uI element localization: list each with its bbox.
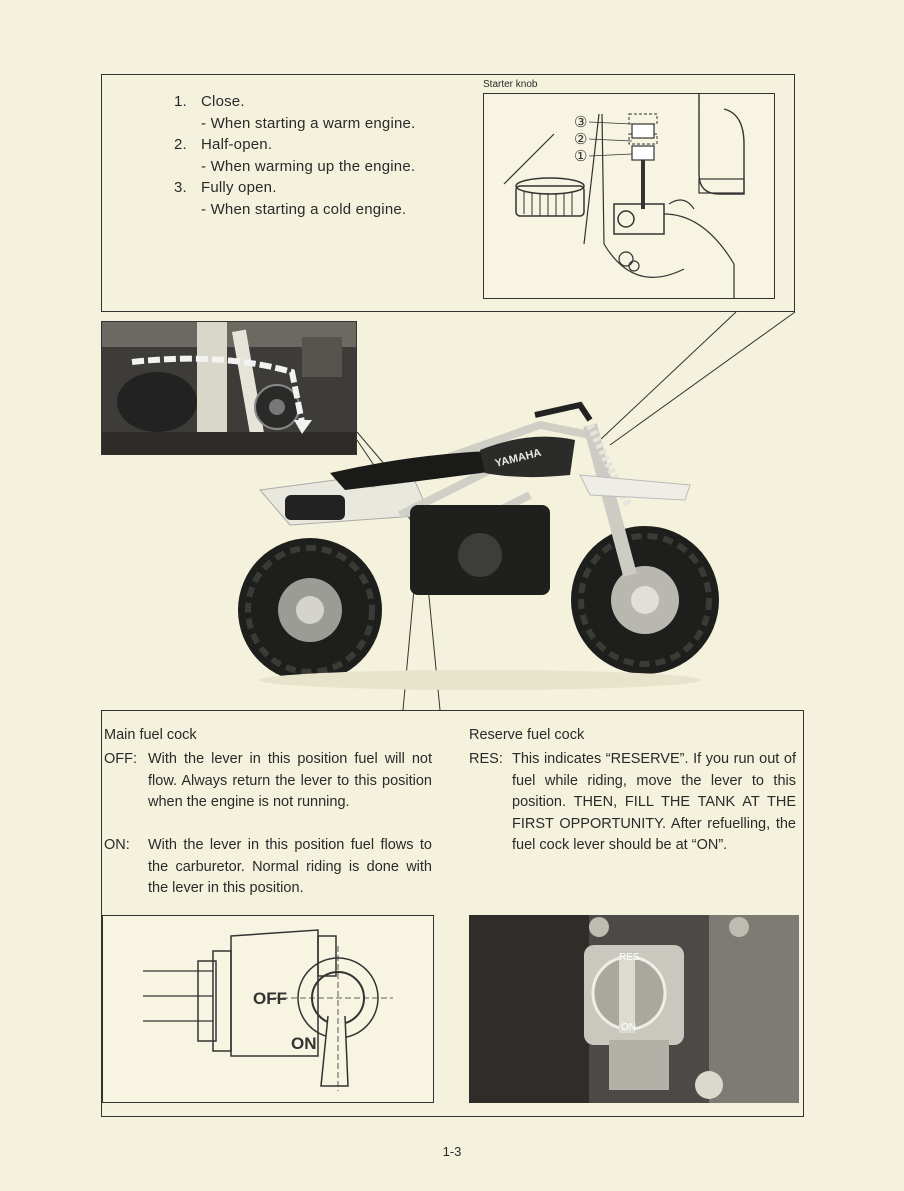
main-fuel-cock-title: Main fuel cock <box>104 727 197 743</box>
list-item: 1. Close. <box>174 93 245 110</box>
reserve-fuel-cock-title: Reserve fuel cock <box>469 727 585 743</box>
callout-3: ③ <box>574 114 587 131</box>
fuel-cock-photo: RES ON <box>469 915 799 1103</box>
choke-panel: 1. Close. - When starting a warm engine.… <box>101 74 795 312</box>
list-item: 3. Fully open. <box>174 179 277 196</box>
off-definition: OFF: With the lever in this position fue… <box>104 751 432 810</box>
callout-2: ② <box>574 131 587 148</box>
list-item-detail: - When warming up the engine. <box>201 157 416 175</box>
starter-knob-diagram: ③ ② ① <box>483 93 775 299</box>
photo-on-label: ON <box>621 1022 636 1033</box>
list-item-detail: - When starting a cold engine. <box>201 200 407 218</box>
fuel-cock-panel: Main fuel cock OFF: With the lever in th… <box>101 710 804 1117</box>
photo-res-label: RES <box>619 952 640 963</box>
res-definition: RES: This indicates “RESERVE”. If you ru… <box>469 751 796 853</box>
starter-knob-label: Starter knob <box>483 79 538 90</box>
engine-closeup-photo <box>101 321 357 455</box>
on-definition: ON: With the lever in this position fuel… <box>104 837 432 896</box>
atv-photo: YAMAHA <box>230 395 730 695</box>
fuel-cock-diagram: OFF ON <box>102 915 434 1103</box>
diagram-off-label: OFF <box>253 989 287 1008</box>
list-item-detail: - When starting a warm engine. <box>201 114 416 132</box>
diagram-on-label: ON <box>291 1034 317 1053</box>
list-item: 2. Half-open. <box>174 136 273 153</box>
callout-1: ① <box>574 148 587 165</box>
choke-position-list: 1. Close. - When starting a warm engine.… <box>174 91 415 220</box>
page-number: 1-3 <box>442 1144 462 1159</box>
